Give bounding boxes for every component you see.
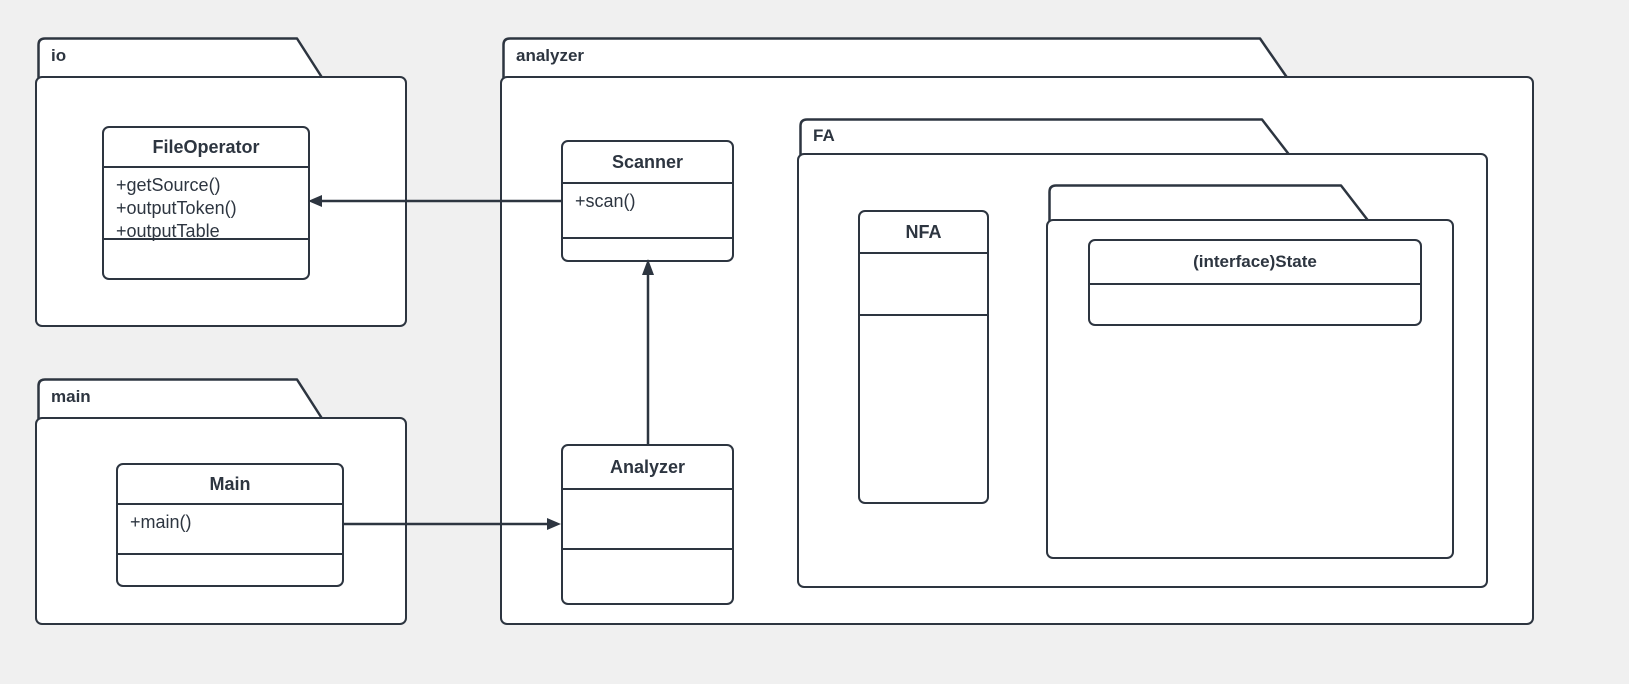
class-nfa-name: NFA: [860, 212, 987, 254]
class-analyzer-name: Analyzer: [563, 446, 732, 490]
class-nfa[interactable]: NFA: [858, 210, 989, 504]
class-analyzer[interactable]: Analyzer: [561, 444, 734, 605]
class-file-operator-members: +getSource() +outputToken() +outputTable: [104, 168, 308, 241]
class-main-members: +main(): [118, 505, 342, 555]
class-file-operator-extra: [104, 240, 308, 278]
class-scanner-extra: [563, 239, 732, 260]
class-nfa-operations: [860, 316, 987, 502]
package-main-tab: [37, 378, 324, 420]
class-main-extra: [118, 555, 342, 585]
class-scanner[interactable]: Scanner +scan(): [561, 140, 734, 262]
class-file-operator-name: FileOperator: [104, 128, 308, 168]
class-file-operator[interactable]: FileOperator +getSource() +outputToken()…: [102, 126, 310, 280]
package-io-label: io: [51, 46, 67, 65]
package-main-label: main: [51, 387, 91, 406]
package-state-container-tab: [1048, 184, 1370, 222]
class-state-members: [1090, 285, 1420, 324]
class-nfa-attributes: [860, 254, 987, 316]
package-analyzer-label: analyzer: [516, 46, 585, 65]
class-main-name: Main: [118, 465, 342, 505]
package-io-tab: [37, 37, 324, 79]
class-scanner-name: Scanner: [563, 142, 732, 184]
class-main[interactable]: Main +main(): [116, 463, 344, 587]
class-state[interactable]: (interface)State: [1088, 239, 1422, 326]
class-scanner-members: +scan(): [563, 184, 732, 239]
class-state-name: (interface)State: [1090, 241, 1420, 285]
package-fa-tab: [799, 118, 1291, 156]
class-analyzer-attributes: [563, 490, 732, 550]
package-analyzer-tab: [502, 37, 1289, 79]
package-fa-label: FA: [813, 126, 835, 145]
class-analyzer-operations: [563, 550, 732, 603]
